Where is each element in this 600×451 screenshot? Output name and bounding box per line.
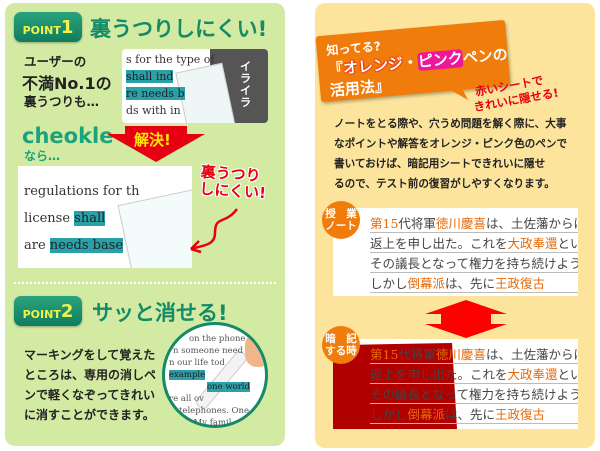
curly-arrow-icon [190,208,238,254]
note-text: は、土佐藩からは [485,216,578,231]
note-line: 返上を申し出た。これを大政奉還という [370,365,578,384]
photo-line: re all ov [169,394,204,404]
point1-title: 裏うつりしにくい! [90,17,268,41]
orange-term: 徳川慶喜 [435,216,486,231]
photo-highlight: one world [207,382,250,392]
class-note-badge: 授 業ノート [322,201,360,239]
body-line: 書いておけば、暗記用シートできれいに隠せ [334,158,546,170]
note-text: は、先に [445,407,496,422]
brand-suffix: なら… [24,149,61,163]
orange-term: 徳川慶喜 [435,347,486,362]
point2-title: サッと消せる! [92,301,228,325]
irritation-text: イライラ [240,60,251,109]
body-line: ノートをとる際や、穴うめ問題を解く際に、大事 [334,118,567,130]
badge-line: 暗 記 [325,333,357,345]
tip-body: ノートをとる際や、穴うめ問題を解く際に、大事 なポイントや解答をオレンジ・ピンク… [334,114,567,194]
body-line: ンで軽くなぞってきれい [24,388,156,402]
divider [14,282,276,284]
memorize-badge: 暗 記する時 [322,326,360,364]
note-line: しかし倒幕派は、先に王政復古 [370,405,578,424]
note-text: という [557,236,578,251]
sample-line: regulations for th [24,184,140,199]
sample-line: s for the type of [126,53,215,66]
down-arrow-icon [107,126,205,162]
note-line: しかし倒幕派は、先に王政復古 [370,274,578,293]
note-text: しかし [370,276,408,291]
note-text: 代将軍 [398,216,436,231]
note-text: その議長となって権力を持ち続けようと [370,387,578,402]
orange-term: 大政奉還 [507,367,558,382]
swap-arrow-icon [425,300,507,338]
badge-label: POINT [22,24,61,37]
orange-term: 王政復古 [495,407,546,422]
note-text: は、先に [445,276,496,291]
note-text: しかし [370,407,408,422]
sample-text: are [24,238,50,253]
bracket: 『 [327,59,344,79]
note-text: という [557,367,578,382]
note-line: その議長となって権力を持ち続けようと [370,385,578,404]
orange-term: 倒幕派 [407,276,446,291]
note-line: 返上を申し出た。これを大政奉還という [370,234,578,253]
badge-line: 授 業 [325,208,357,220]
photo-line: k. My famil [183,418,232,428]
badge-number: 1 [60,17,74,38]
photo-line: on the phone [189,334,246,344]
note-text: は、土佐藩からは [485,347,578,362]
class-note: 第15代将軍徳川慶喜は、土佐藩からは返上を申し出た。これを大政奉還というその議長… [333,208,578,296]
sample-highlight: needs base [49,238,124,253]
photo-line: telephones. One ni [179,406,260,416]
intro-line: 不満No.1の [22,74,112,93]
erasing-photo: on the phone n someone need n our life t… [162,322,268,428]
solved-label: 解決! [134,131,171,149]
note-text: 返上を申し出た。これを [370,367,508,382]
orange-term: 第15 [370,347,399,362]
orange-term: 大政奉還 [507,236,558,251]
brand-logo: cheokle [22,124,114,148]
pink-word: ピンク [417,49,464,71]
photo-line: n our life tod [169,358,225,368]
body-line: るので、テスト前の復習がしやすくなります。 [334,178,555,190]
photo-line: n someone need [173,346,244,356]
body-line: マーキングをして覚えた [24,348,156,362]
badge-label: POINT [22,308,61,321]
body-line: なポイントや解答をオレンジ・ピンク色のペンで [334,138,568,150]
body-line: ところは、専用の消しペ [24,368,157,382]
orange-term: 王政復古 [495,276,546,291]
no-bleed-sample: regulations for th license shall are nee… [18,166,192,268]
intro-line: ユーザーの [24,54,87,69]
note-line: 第15代将軍徳川慶喜は、土佐藩からは [370,214,578,233]
point2-body: マーキングをして覚えた ところは、専用の消しペ ンで軽くなぞってきれい に消すこ… [24,345,156,425]
sample-text: license [24,211,75,226]
badge-number: 2 [60,301,74,322]
badge-line: ノート [325,220,357,232]
sample-line: re needs b [126,87,185,100]
dot: ・ [402,53,419,73]
photo-highlight: example [169,370,206,380]
bubble-tail [440,80,468,100]
sample-line: ds with in [126,104,181,117]
sample-line: shall ind [126,70,174,83]
orange-word: オレンジ [342,54,404,78]
sample-highlight: shall [74,211,106,226]
body-line: に消すことができます。 [24,408,155,422]
note-text: 返上を申し出た。これを [370,236,508,251]
title-rest: ペンの [461,45,509,68]
note-text: その議長となって権力を持ち続けようと [370,256,578,271]
orange-term: 第15 [370,216,399,231]
callout-text: 裏うつりしにくい! [199,163,268,203]
note-line: その議長となって権力を持ち続けようと [370,254,578,273]
orange-term: 倒幕派 [407,407,446,422]
badge-line: する時 [325,345,357,357]
note-text: 代将軍 [398,347,436,362]
note-line: 第15代将軍徳川慶喜は、土佐藩からは [370,345,578,364]
bleed-through-sample: s for the type of shall ind re needs b d… [122,49,268,123]
intro-line: 裏うつりも… [24,94,100,109]
finger [245,333,265,367]
